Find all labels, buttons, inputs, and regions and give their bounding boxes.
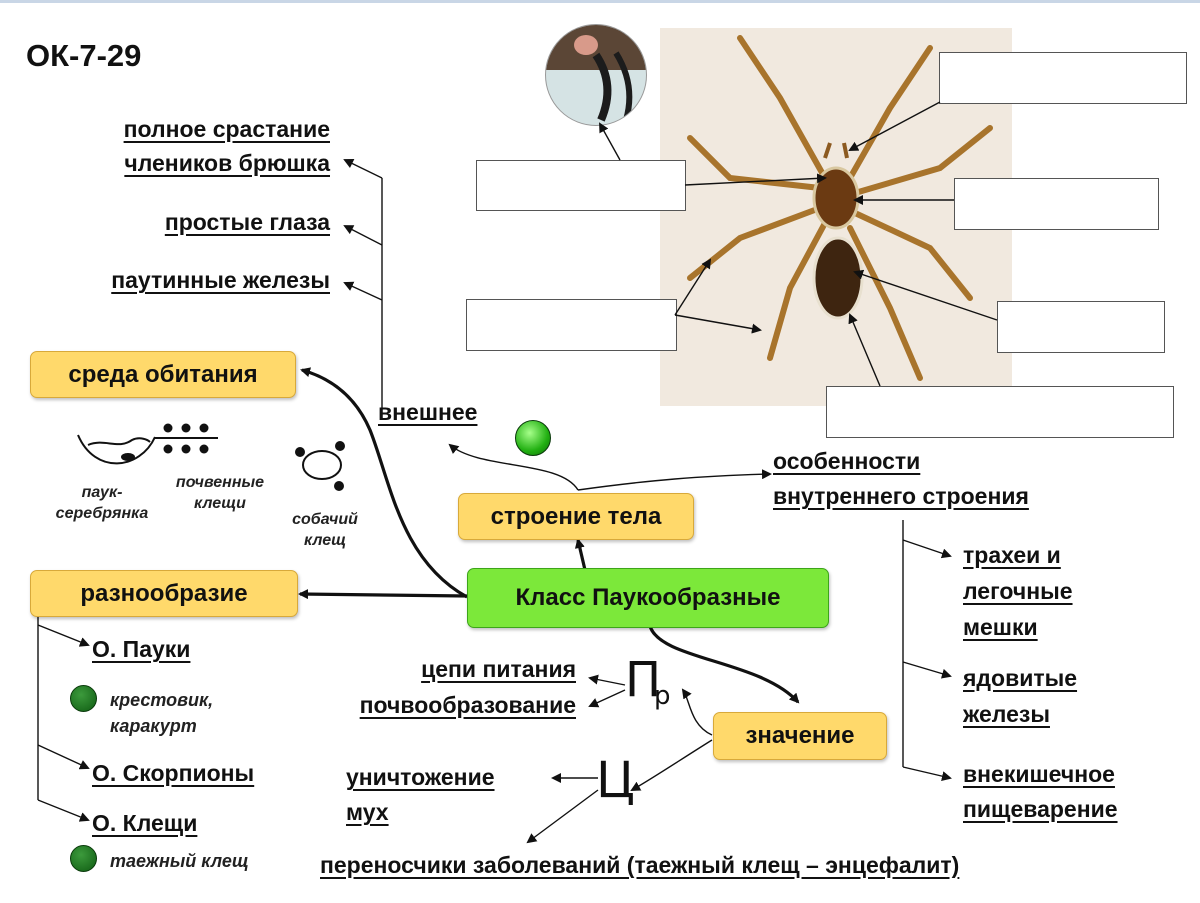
soil-mites-caption-2: клещи [160,494,280,515]
green-indicator[interactable] [515,420,551,456]
order-ticks-example: таежный клещ [110,848,249,874]
internal-item-venom-1: ядовитые [963,661,1077,697]
order-spiders-examples: крестовик, каракурт [110,687,213,739]
soil-mites-caption-1: почвенные [160,473,280,494]
dog-tick-caption-1: собачий [280,510,370,531]
order-spiders: О. Пауки [92,632,190,668]
harm-fly-destruction-1: уничтожение [346,760,495,796]
habitat-node[interactable]: среда обитания [30,351,296,398]
internal-item-trachea-2: легочные [963,574,1073,610]
dog-tick-caption-2: клещ [280,531,370,552]
body-structure-node[interactable]: строение тела [458,493,694,540]
soil-mites-caption: почвенные клещи [160,473,280,515]
harm-fly-destruction-2: мух [346,795,389,831]
benefit-food-chains: цепи питания [421,652,576,688]
water-spider-caption-1: паук- [52,483,152,504]
order-spiders-example-2: каракурт [110,713,213,739]
water-spider-icon [78,435,218,463]
water-spider-caption-2: серебрянка [52,504,152,525]
internal-heading-2: внутреннего строения [773,479,1029,515]
significance-node[interactable]: значение [713,712,887,760]
benefit-soil-formation: почвообразование [360,688,576,724]
dog-tick-icon [295,441,345,491]
benefit-symbol-suffix: р [654,683,671,709]
external-label: внешнее [378,395,477,431]
internal-heading-1: особенности [773,444,920,480]
disease-carriers: переносчики заболеваний (таежный клещ – … [320,848,959,884]
internal-item-digestion-1: внекишечное [963,757,1115,793]
internal-item-digestion-2: пищеварение [963,792,1118,828]
order-ticks: О. Клещи [92,806,197,842]
dog-tick-caption: собачий клещ [280,510,370,552]
diversity-node[interactable]: разнообразие [30,570,298,617]
center-node[interactable]: Класс Паукообразные [467,568,829,628]
order-spiders-dot [70,685,97,712]
order-ticks-dot [70,845,97,872]
harm-symbol: Ц [596,755,635,805]
water-spider-caption: паук- серебрянка [52,483,152,525]
internal-item-trachea-1: трахеи и [963,538,1061,574]
order-spiders-example-1: крестовик, [110,687,213,713]
internal-item-venom-2: железы [963,697,1050,733]
order-scorpions: О. Скорпионы [92,756,254,792]
internal-item-trachea-3: мешки [963,610,1038,646]
